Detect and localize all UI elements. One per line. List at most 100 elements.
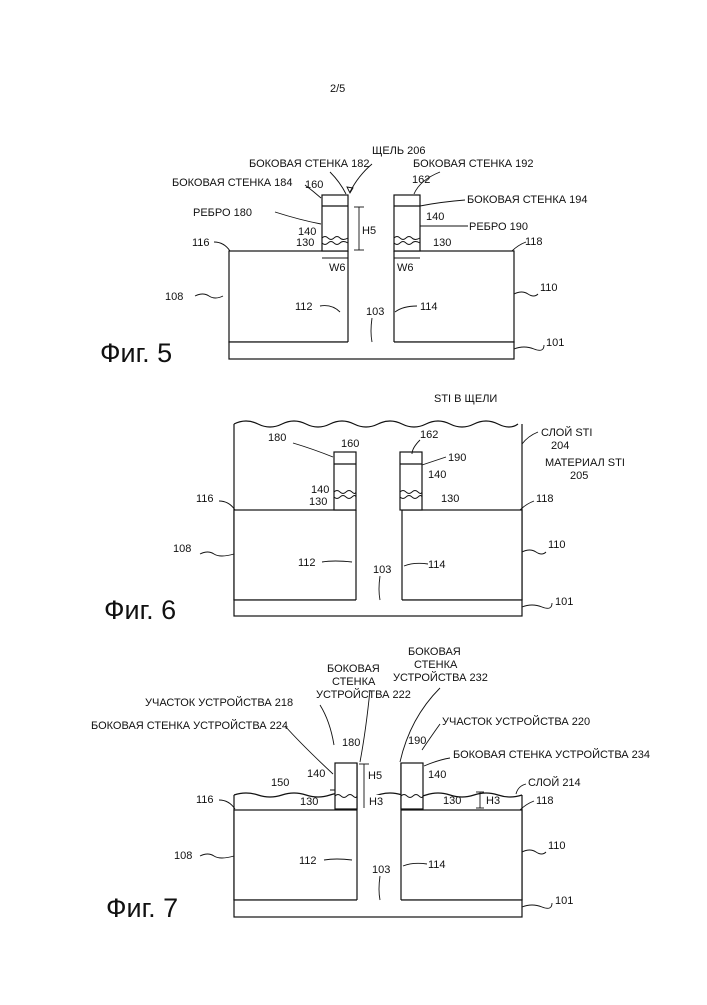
fig7-label-h5: H5: [368, 770, 382, 782]
fig7-leader-224: [285, 726, 333, 774]
figure-7: БОКОВАЯ СТЕНКА УСТРОЙСТВА 232 БОКОВАЯ СТ…: [91, 646, 650, 923]
fig5-leader-182: [330, 172, 346, 194]
fig5-fin-180: [322, 195, 348, 251]
fig7-label-114: 114: [428, 859, 446, 871]
fig5-label-101: 101: [546, 337, 564, 349]
fig6-sti-wavy-top: [234, 421, 518, 427]
fig5-caption: Фиг. 5: [100, 338, 172, 368]
fig5-label-118: 118: [525, 236, 543, 248]
fig7-leader-116: [219, 800, 235, 809]
fig6-leader-190: [422, 457, 446, 465]
fig7-label-118: 118: [536, 795, 554, 807]
fig6-label-114: 114: [428, 559, 446, 571]
fig6-label-sti-layer-num: 204: [551, 440, 569, 452]
fig7-label-device-218: УЧАСТОК УСТРОЙСТВА 218: [145, 696, 293, 709]
fig6-leader-110: [522, 550, 546, 554]
figure-5: ЩЕЛЬ 206 БОКОВАЯ СТЕНКА 182 БОКОВАЯ СТЕН…: [100, 145, 588, 368]
fig7-label-layer-214: СЛОЙ 214: [528, 776, 581, 789]
fig5-label-112: 112: [295, 301, 313, 313]
fig5-label-gap-206: ЩЕЛЬ 206: [372, 145, 426, 157]
fig6-label-118: 118: [536, 493, 554, 505]
fig6-label-162: 162: [420, 429, 438, 441]
fig5-label-w6-left: W6: [329, 262, 346, 274]
fig6-label-190: 190: [448, 452, 466, 464]
fig7-label-device-220: УЧАСТОК УСТРОЙСТВА 220: [442, 715, 590, 728]
fig7-label-140-right: 140: [428, 769, 446, 781]
fig5-leader-101: [514, 345, 544, 350]
fig7-label-180: 180: [342, 737, 360, 749]
fig6-leader-sti-204: [522, 432, 538, 444]
fig6-base-layer-101: [234, 600, 522, 616]
fig5-label-162: 162: [412, 174, 430, 186]
fig7-label-108: 108: [174, 850, 192, 862]
fig7-label-101: 101: [555, 895, 573, 907]
fig7-fin-180: [335, 763, 357, 809]
fig6-label-sti-layer: СЛОЙ STI: [541, 426, 592, 439]
fig7-base-layer-101: [234, 900, 522, 917]
fig7-leader-110: [522, 850, 546, 854]
fig7-caption: Фиг. 7: [106, 893, 178, 923]
fig6-leader-180: [293, 443, 333, 457]
fig6-label-130-right: 130: [441, 493, 459, 505]
fig6-label-101: 101: [555, 596, 573, 608]
fig6-label-140-left: 140: [311, 484, 329, 496]
fig5-label-sidewall-192: БОКОВАЯ СТЕНКА 192: [413, 158, 534, 170]
fig7-label-190: 190: [408, 735, 426, 747]
fig7-label-h3-left: H3: [369, 796, 383, 808]
fig5-fin-190: [394, 195, 420, 251]
fig7-label-232-line1: БОКОВАЯ: [408, 646, 461, 658]
fig7-leader-108: [200, 854, 234, 858]
fig7-label-sidewall-224: БОКОВАЯ СТЕНКА УСТРОЙСТВА 224: [91, 719, 288, 732]
fig5-label-sidewall-194: БОКОВАЯ СТЕНКА 194: [467, 194, 588, 206]
fig6-label-sti-in-gap: STI В ЩЕЛИ: [434, 393, 497, 405]
fig7-leader-214: [516, 784, 526, 794]
fig7-label-150: 150: [271, 777, 289, 789]
fig5-label-114: 114: [420, 301, 438, 313]
fig7-leader-234: [424, 758, 450, 766]
fig7-label-232-line2: СТЕНКА: [414, 659, 458, 671]
fig7-label-222-line3: УСТРОЙСТВА 222: [316, 688, 411, 701]
fig7-label-232-line3: УСТРОЙСТВА 232: [393, 671, 488, 684]
fig7-label-sidewall-234: БОКОВАЯ СТЕНКА УСТРОЙСТВА 234: [453, 748, 650, 761]
fig7-label-h3-right: H3: [486, 795, 500, 807]
fig5-label-110: 110: [540, 282, 558, 294]
fig5-leader-116: [214, 242, 230, 251]
fig6-leader-108: [200, 552, 234, 556]
fig5-base-layer-101: [229, 342, 514, 359]
fig7-layer-150: [330, 790, 335, 810]
fig7-label-110: 110: [548, 840, 566, 852]
fig6-label-116: 116: [196, 493, 214, 505]
fig5-label-140-right: 140: [426, 211, 444, 223]
fig6-label-160: 160: [341, 438, 359, 450]
fig6-label-180: 180: [268, 432, 286, 444]
fig7-leader-218: [320, 705, 334, 745]
fig5-label-sidewall-182: БОКОВАЯ СТЕНКА 182: [249, 158, 370, 170]
fig6-label-130-left: 130: [309, 496, 327, 508]
fig6-label-103: 103: [373, 564, 391, 576]
fig5-label-130-right: 130: [433, 237, 451, 249]
fig7-fin-190: [401, 763, 423, 809]
fig6-label-110: 110: [548, 539, 566, 551]
fig7-leader-101: [522, 903, 552, 908]
fig7-label-103: 103: [372, 864, 390, 876]
fig7-label-222-line2: СТЕНКА: [332, 676, 376, 688]
fig5-leader-194: [420, 200, 465, 206]
figure-6: STI В ЩЕЛИ СЛОЙ STI 204 180 160 162 190 …: [104, 393, 625, 625]
fig5-label-sidewall-184: БОКОВАЯ СТЕНКА 184: [172, 177, 293, 189]
fig7-label-222-line1: БОКОВАЯ: [327, 663, 380, 675]
fig6-label-112: 112: [298, 557, 316, 569]
fig6-leader-116: [219, 501, 235, 510]
fig5-leader-118: [512, 242, 526, 251]
fig5-gap-arrowhead: [347, 187, 353, 193]
fig5-label-160: 160: [305, 179, 323, 191]
fig5-leader-110: [514, 292, 538, 296]
fig7-label-112: 112: [299, 855, 317, 867]
fig7-label-130-left: 130: [300, 796, 318, 808]
fig7-label-140-left: 140: [307, 768, 325, 780]
fig5-leader-108: [195, 294, 223, 298]
fig5-label-w6-right: W6: [397, 262, 414, 274]
fig5-label-103: 103: [366, 306, 384, 318]
fig6-fin-190: [400, 452, 422, 510]
fig5-label-116: 116: [192, 237, 210, 249]
